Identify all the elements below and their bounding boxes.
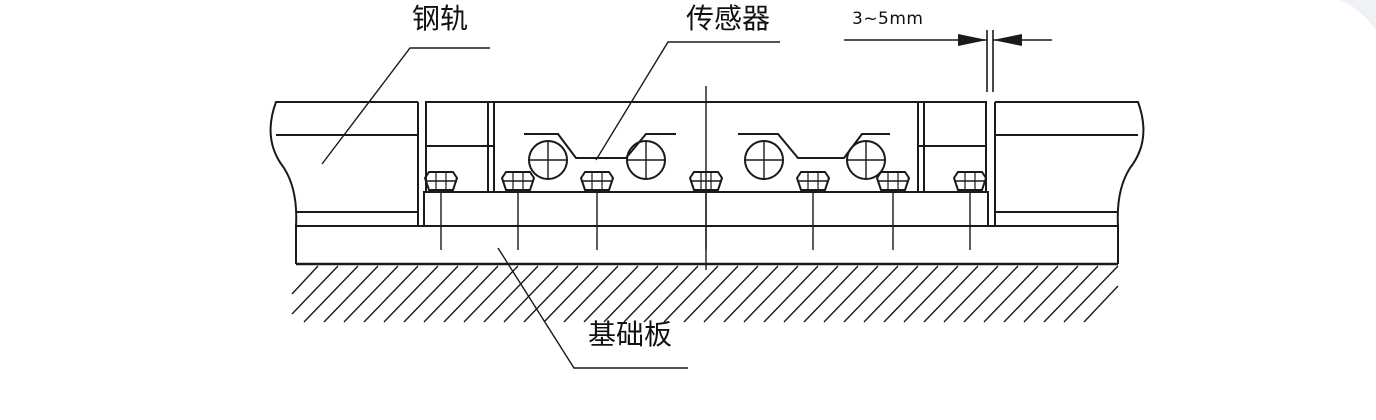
hatch-line: [443, 265, 499, 323]
hatch-line: [983, 265, 1039, 323]
sensor-port: [744, 140, 784, 180]
rail-right: [994, 101, 1145, 227]
corner-shade: [1340, 0, 1376, 30]
hatch-line: [783, 265, 839, 323]
hatch-line: [403, 265, 459, 323]
hatch-line: [643, 265, 699, 323]
bolt: [423, 171, 459, 250]
sensor-port: [528, 140, 568, 180]
hatch-line: [823, 265, 879, 323]
hatch-line: [1043, 265, 1099, 323]
hatch-line: [803, 265, 859, 323]
hatch-line: [743, 265, 799, 323]
hatch-line: [291, 265, 339, 315]
hatch-line: [1063, 265, 1119, 323]
hatch-line: [583, 265, 639, 323]
hatch-line: [883, 265, 939, 323]
label-sensor: 传感器: [686, 2, 770, 35]
base-leader: [497, 247, 688, 369]
sensor-ports: [528, 140, 886, 180]
hatch-line: [903, 265, 959, 323]
ground-hatching: [291, 265, 1119, 323]
base-plate: [295, 225, 1119, 266]
hatch-line: [683, 265, 739, 323]
bolt: [795, 171, 831, 250]
hatch-line: [363, 265, 419, 323]
bolt: [500, 171, 536, 250]
label-rail: 钢轨: [412, 2, 468, 35]
hatch-line: [1083, 285, 1119, 323]
gap-dimension: [844, 30, 1052, 92]
hatch-line: [1003, 265, 1059, 323]
hatch-line: [343, 265, 399, 323]
hatch-line: [323, 265, 379, 323]
hatch-line: [863, 265, 919, 323]
hatch-line: [383, 265, 439, 323]
hatch-line: [723, 265, 779, 323]
sensor-port: [626, 140, 666, 180]
hatch-line: [291, 265, 319, 295]
hatch-line: [483, 265, 539, 323]
sensor-leader: [595, 41, 780, 161]
hatch-line: [703, 265, 759, 323]
hatch-line: [963, 265, 1019, 323]
hatch-line: [923, 265, 979, 323]
hatch-line: [303, 265, 359, 323]
hatch-line: [463, 265, 519, 323]
label-gap: 3~5mm: [852, 9, 924, 29]
hatch-line: [603, 265, 659, 323]
hatch-line: [1023, 265, 1079, 323]
hatch-line: [663, 265, 719, 323]
bolt: [952, 171, 988, 250]
rail-leader: [321, 47, 490, 165]
hatch-line: [843, 265, 899, 323]
hatch-line: [523, 265, 579, 323]
hatch-line: [563, 265, 619, 323]
hatch-line: [423, 265, 479, 323]
hatch-line: [623, 265, 679, 323]
sensor-port: [846, 140, 886, 180]
label-base: 基础板: [588, 318, 672, 351]
hatch-line: [763, 265, 819, 323]
hatch-line: [943, 265, 999, 323]
rail-left: [269, 101, 419, 227]
hatch-line: [543, 265, 599, 323]
bolt: [875, 171, 911, 250]
bolt: [579, 171, 615, 250]
hatch-line: [503, 265, 559, 323]
